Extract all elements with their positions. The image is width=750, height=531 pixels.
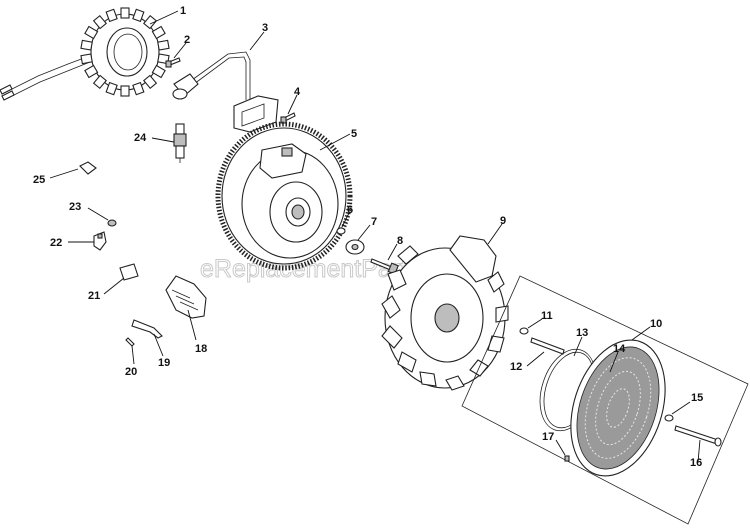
bracket-22-part [93, 231, 107, 251]
label-14: 14 [613, 343, 626, 355]
bracket-19-part [131, 319, 163, 339]
grille-kit-box [461, 275, 749, 525]
screw-4-part [280, 112, 296, 124]
label-19: 19 [158, 357, 170, 369]
rectifier-18-part [165, 275, 207, 319]
label-10: 10 [650, 318, 662, 330]
grille-screen-part [570, 339, 666, 477]
screw-20-part [125, 337, 135, 347]
flywheel-part [215, 121, 353, 271]
label-13: 13 [576, 327, 588, 339]
nut-23-part [107, 219, 117, 227]
label-6: 6 [347, 204, 353, 216]
label-24: 24 [134, 132, 147, 144]
fan-part [381, 235, 509, 391]
label-22: 22 [50, 237, 62, 249]
label-12: 12 [510, 361, 522, 373]
label-3: 3 [262, 22, 268, 34]
label-18: 18 [195, 343, 207, 355]
label-23: 23 [69, 201, 81, 213]
label-25: 25 [33, 174, 45, 186]
screw-17-part [564, 455, 570, 462]
connector-21-part [119, 263, 139, 281]
leader-lines [49, 10, 701, 463]
label-7: 7 [371, 216, 377, 228]
screw-2-part [165, 57, 181, 68]
clip-25-part [79, 161, 97, 175]
label-17: 17 [542, 431, 554, 443]
label-9: 9 [500, 215, 506, 227]
bolt-16-part [664, 414, 722, 447]
label-2: 2 [184, 34, 190, 46]
washer-7-part [345, 239, 365, 255]
label-21: 21 [88, 290, 100, 302]
label-5: 5 [351, 128, 357, 140]
label-16: 16 [690, 457, 702, 469]
label-4: 4 [294, 86, 301, 98]
label-20: 20 [125, 366, 137, 378]
stator-part [0, 7, 170, 101]
label-1: 1 [180, 5, 186, 17]
pin-12-part [519, 327, 565, 355]
label-15: 15 [691, 392, 703, 404]
washer-6-part [336, 227, 346, 235]
ignition-module-part [172, 51, 279, 133]
part-labels: 1 2 3 4 5 6 7 8 9 10 11 12 13 14 15 16 1… [33, 5, 703, 469]
spark-plug-part [173, 123, 187, 163]
label-8: 8 [397, 235, 403, 247]
label-11: 11 [541, 310, 553, 322]
